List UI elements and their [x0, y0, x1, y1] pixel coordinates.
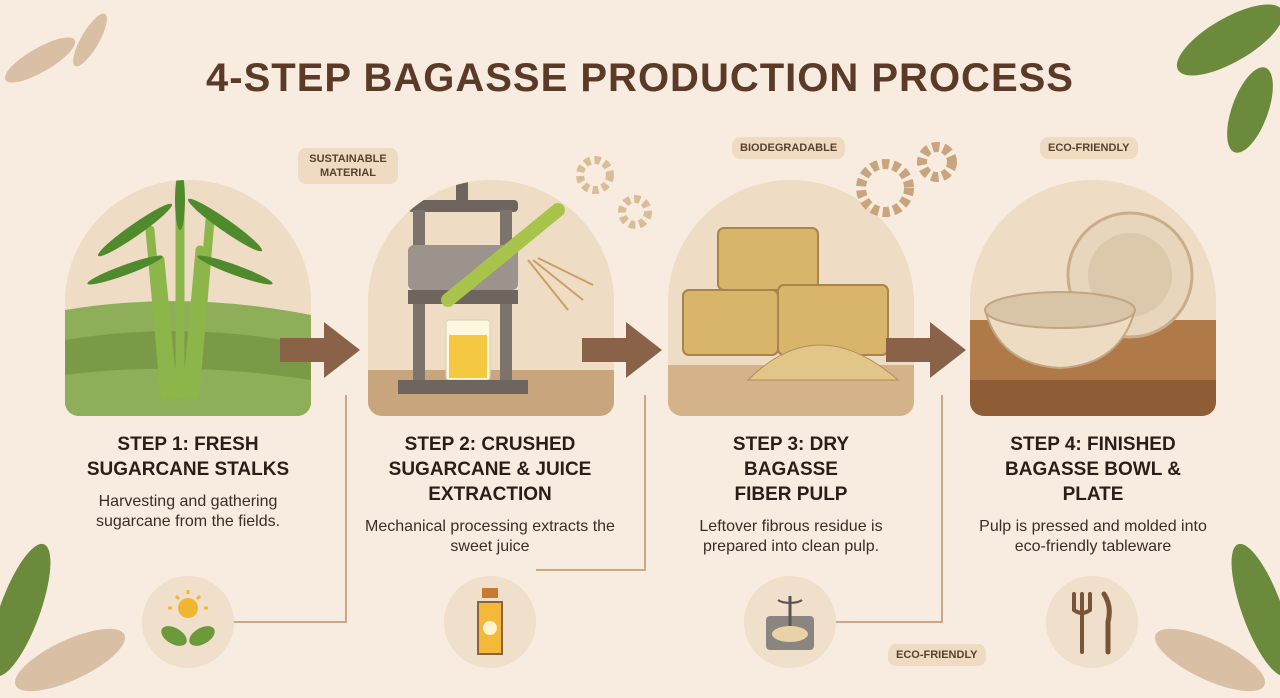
juice-press-illustration [368, 180, 614, 416]
sun-leaves-icon [142, 576, 234, 668]
page-title: 4-STEP BAGASSE PRODUCTION PROCESS [206, 56, 1074, 100]
bowl-plate-illustration [970, 180, 1216, 416]
fork-knife-icon [1046, 576, 1138, 668]
step-4: STEP 4: FINISHED BAGASSE BOWL & PLATE Pul… [948, 432, 1238, 557]
gear-icon [576, 156, 652, 229]
hay-bales-illustration [668, 180, 914, 416]
arrow-right-icon [886, 322, 966, 378]
step-description: Mechanical processing extracts the sweet… [365, 518, 615, 555]
badge-eco-friendly-bottom: ECO-FRIENDLY [888, 644, 986, 666]
step-3: STEP 3: DRY BAGASSE FIBER PULP Leftover f… [646, 432, 936, 557]
step-1: STEP 1: FRESH SUGARCANE STALKS Harvesting… [43, 432, 333, 532]
step-title: STEP 3: DRY BAGASSE FIBER PULP [732, 434, 850, 505]
step-description: Leftover fibrous residue is prepared int… [699, 518, 883, 555]
step-title: STEP 1: FRESH SUGARCANE STALKS [86, 434, 290, 480]
badge-sustainable-material: SUSTAINABLE MATERIAL [298, 148, 398, 184]
step-2: STEP 2: CRUSHED SUGARCANE & JUICE EXTRAC… [345, 432, 635, 557]
step-description: Pulp is pressed and molded into eco-frie… [979, 518, 1207, 555]
badge-biodegradable: BIODEGRADABLE [732, 137, 846, 159]
pulp-mixer-icon [744, 576, 836, 668]
step-title: STEP 4: FINISHED BAGASSE BOWL & PLATE [1005, 434, 1181, 505]
gear-icon [856, 142, 957, 217]
step-title: STEP 2: CRUSHED SUGARCANE & JUICE EXTRAC… [388, 434, 592, 505]
arrow-right-icon [582, 322, 662, 378]
step-description: Harvesting and gathering sugarcane from … [95, 493, 281, 530]
arrow-right-icon [280, 322, 360, 378]
badge-eco-friendly-top: ECO-FRIENDLY [1040, 137, 1138, 159]
sugarcane-field-illustration [65, 180, 311, 416]
juice-bottle-icon [444, 576, 536, 668]
